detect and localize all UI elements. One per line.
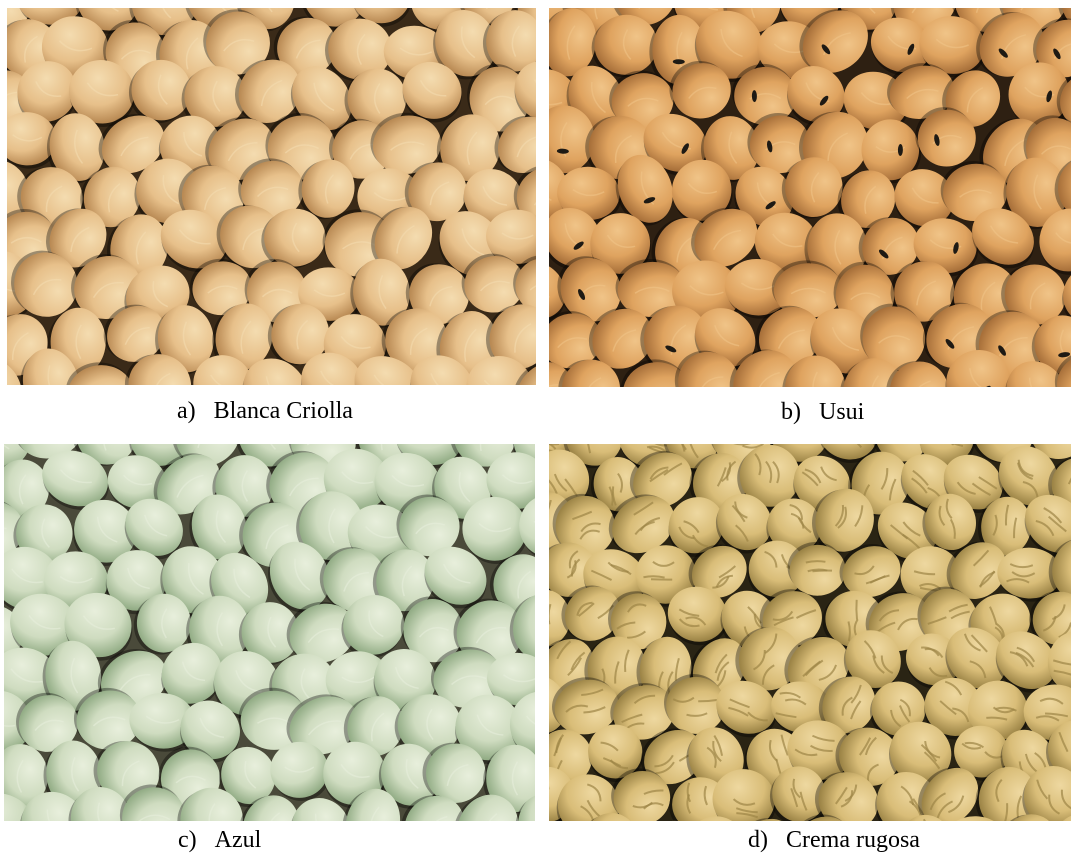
caption-letter: c) <box>178 827 197 853</box>
pea-photo-a <box>7 8 536 385</box>
caption-a: a) Blanca Criolla <box>177 397 353 425</box>
caption-label: Azul <box>214 827 262 853</box>
caption-label: Usui <box>819 399 865 425</box>
caption-b: b) Usui <box>781 398 864 426</box>
photo-blanca-criolla <box>7 8 536 385</box>
caption-c: c) Azul <box>178 826 261 854</box>
caption-letter: d) <box>748 827 768 853</box>
caption-d: d) Crema rugosa <box>748 826 920 854</box>
caption-label: Blanca Criolla <box>213 398 353 424</box>
pea-photo-c <box>4 444 535 821</box>
caption-letter: b) <box>781 399 801 425</box>
caption-label: Crema rugosa <box>786 827 920 853</box>
photo-azul <box>4 444 535 821</box>
pea-photo-d <box>549 444 1071 821</box>
photo-crema-rugosa <box>549 444 1071 821</box>
pea-photo-b <box>549 8 1071 387</box>
photo-usui <box>549 8 1071 387</box>
caption-letter: a) <box>177 398 196 424</box>
